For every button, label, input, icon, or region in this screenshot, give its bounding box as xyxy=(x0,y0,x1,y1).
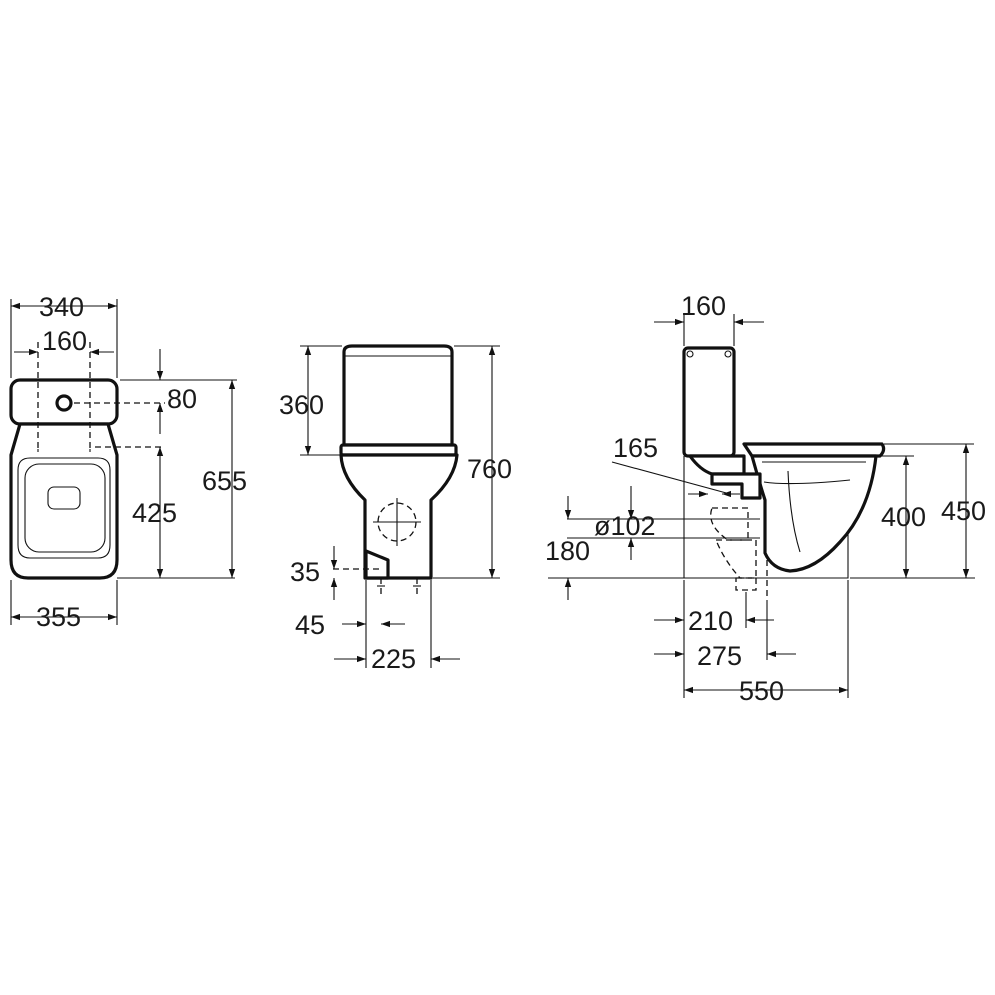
dim-top-355: 355 xyxy=(36,602,81,632)
dim-side-102: ø102 xyxy=(594,511,656,541)
front-view-dimensions xyxy=(300,345,500,668)
top-view-outline xyxy=(9,378,119,580)
dim-side-165: 165 xyxy=(613,433,658,463)
dim-side-160: 160 xyxy=(681,291,726,321)
top-view: 340 160 80 425 655 355 xyxy=(9,292,247,632)
dim-side-180: 180 xyxy=(545,536,590,566)
dim-top-340: 340 xyxy=(39,292,84,322)
front-view-outline xyxy=(339,344,459,598)
dim-front-35: 35 xyxy=(290,557,320,587)
dim-top-80: 80 xyxy=(167,384,197,414)
side-view-outline xyxy=(682,346,886,598)
dim-side-450: 450 xyxy=(941,496,986,526)
dim-side-400: 400 xyxy=(881,502,926,532)
dim-front-225: 225 xyxy=(371,644,416,674)
top-view-dimensions xyxy=(10,299,237,625)
dim-side-275: 275 xyxy=(697,641,742,671)
dim-top-425: 425 xyxy=(132,498,177,528)
dim-side-550: 550 xyxy=(739,676,784,706)
dim-top-160: 160 xyxy=(42,326,87,356)
side-view: 160 165 ø102 180 400 450 210 275 550 xyxy=(545,291,986,706)
side-view-dimensions xyxy=(548,314,975,698)
dim-side-210: 210 xyxy=(688,606,733,636)
dim-front-360: 360 xyxy=(279,390,324,420)
dim-front-760: 760 xyxy=(467,454,512,484)
dim-top-655: 655 xyxy=(202,466,247,496)
front-view: 360 760 35 45 225 xyxy=(279,344,512,674)
dim-front-45: 45 xyxy=(295,610,325,640)
